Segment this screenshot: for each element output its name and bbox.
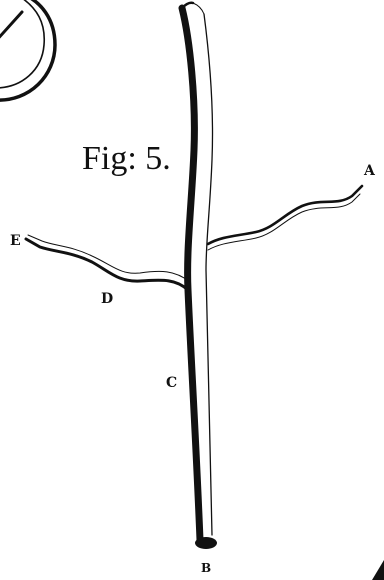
main-stem: [178, 1, 214, 544]
label-b: B: [201, 561, 212, 575]
adjacent-figure-fragment: [0, 0, 57, 102]
branch-right: [206, 184, 364, 251]
fragment-inner-arc: [0, 0, 46, 89]
fragment-outer-arc: [0, 0, 57, 102]
stem-tip-right: [192, 2, 205, 15]
branch-right-dark-contour: [206, 184, 364, 246]
label-c: C: [166, 375, 178, 391]
label-a: A: [364, 163, 375, 179]
branch-left-light-contour: [27, 234, 191, 283]
label-d: D: [101, 291, 114, 307]
branch-left: [24, 234, 191, 292]
label-e: E: [10, 233, 21, 249]
stem-tip-left: [180, 1, 195, 10]
stem-base-bulb: [195, 537, 217, 549]
corner-fragment: [372, 560, 384, 580]
stem-light-contour: [203, 13, 214, 536]
branch-right-light-contour: [207, 193, 361, 251]
fragment-stroke: [0, 10, 24, 39]
branch-left-dark-contour: [24, 237, 190, 292]
figure-title: Fig: 5.: [82, 140, 171, 177]
stem-dark-contour: [178, 4, 204, 544]
